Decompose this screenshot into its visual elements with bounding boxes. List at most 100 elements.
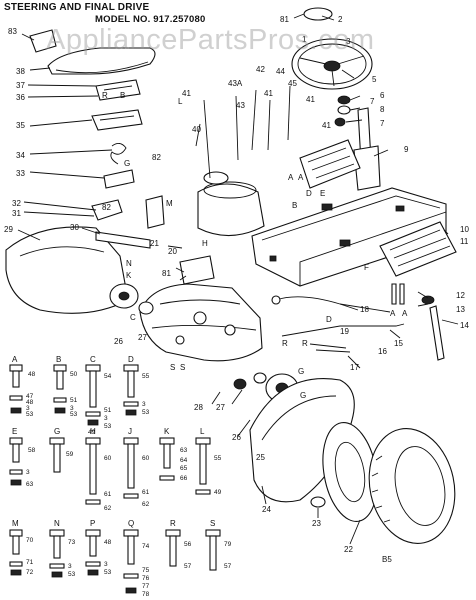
bracket-20[interactable] xyxy=(179,255,215,285)
tank-cap[interactable] xyxy=(203,171,229,185)
callout-42: 42 xyxy=(256,65,265,74)
legend-j-part-2: 61 xyxy=(142,489,150,496)
callout-81: 81 xyxy=(280,15,289,24)
wheel-rim-24[interactable] xyxy=(316,418,385,526)
hinge-plate-m[interactable] xyxy=(145,195,165,229)
hub-26[interactable] xyxy=(109,283,139,309)
callout-83: 83 xyxy=(8,27,17,36)
legend-key-r: R xyxy=(170,519,176,528)
transaxle[interactable] xyxy=(139,283,263,362)
spindle-14[interactable] xyxy=(421,295,445,361)
legend-key-s: S xyxy=(210,519,215,528)
legend-bolt-r[interactable] xyxy=(165,529,181,567)
legend-bolt-g[interactable] xyxy=(49,437,65,473)
callout-28: 28 xyxy=(194,403,203,412)
legend-bolt-c[interactable] xyxy=(85,364,101,426)
callout-9: 9 xyxy=(404,145,409,154)
bracket-33[interactable] xyxy=(103,169,135,189)
legend-l-part-2: 49 xyxy=(214,489,222,496)
legend-key-m: M xyxy=(12,519,19,528)
seat-assembly[interactable] xyxy=(47,47,156,75)
legend-bolt-n[interactable] xyxy=(49,529,65,578)
legend-bolt-a[interactable] xyxy=(9,364,23,414)
legend-bolt-k[interactable] xyxy=(159,437,175,481)
letter-r3: R xyxy=(302,339,308,348)
rod-19[interactable] xyxy=(309,343,351,353)
legend-n-part-3: 53 xyxy=(68,571,76,578)
seat-hinge-35[interactable] xyxy=(91,109,143,131)
legend-n-part-1: 73 xyxy=(68,539,76,546)
cap-23[interactable] xyxy=(310,496,326,508)
legend-bolt-j[interactable] xyxy=(123,437,139,499)
callout-82: 82 xyxy=(152,153,161,162)
legend-key-j: J xyxy=(128,427,132,436)
legend-bolt-l[interactable] xyxy=(195,437,211,495)
callout-11: 11 xyxy=(460,237,469,246)
seat-bracket-36[interactable] xyxy=(95,79,141,101)
washers-27-28[interactable] xyxy=(138,301,267,390)
footrest-left[interactable] xyxy=(299,139,361,189)
drag-link-18[interactable] xyxy=(271,295,391,313)
footer-code: B5 xyxy=(382,555,392,564)
letter-g: G xyxy=(124,159,130,168)
callout-3: 3 xyxy=(346,37,351,46)
legend-k-part-2: 64 xyxy=(180,457,188,464)
legend-bolt-q[interactable] xyxy=(123,529,139,594)
letter-c: C xyxy=(130,313,136,322)
legend-key-g: G xyxy=(54,427,60,436)
legend-k-part-1: 63 xyxy=(180,447,188,454)
callout-82b: 82 xyxy=(102,203,111,212)
callout-36: 36 xyxy=(16,93,25,102)
legend-m-part-2: 71 xyxy=(26,559,34,566)
legend-e-part-3: 63 xyxy=(26,481,34,488)
legend-l-part-1: 55 xyxy=(214,455,222,462)
spring-34[interactable] xyxy=(110,143,127,165)
legend-bolt-s[interactable] xyxy=(205,529,221,571)
callout-41b: 41 xyxy=(264,89,273,98)
diagram-title: STEERING AND FINAL DRIVE xyxy=(4,2,150,13)
main-frame[interactable] xyxy=(251,187,447,287)
callout-34: 34 xyxy=(16,151,25,160)
pins-11-12-13[interactable] xyxy=(391,283,405,305)
legend-bolt-b[interactable] xyxy=(53,364,67,414)
letter-f: F xyxy=(364,263,369,272)
rear-fender-29[interactable] xyxy=(5,226,129,314)
legend-key-e: E xyxy=(12,427,17,436)
letter-b: B xyxy=(120,91,125,100)
legend-h-part-1: 60 xyxy=(104,455,112,462)
seat-support-31[interactable] xyxy=(91,199,123,221)
fuel-tank[interactable] xyxy=(197,181,265,237)
callout-27: 27 xyxy=(138,333,147,342)
letter-a3: A xyxy=(390,309,396,318)
callout-15: 15 xyxy=(394,339,403,348)
seat-pad-83[interactable] xyxy=(29,29,57,53)
callout-1: 1 xyxy=(302,35,307,44)
rear-tire-22[interactable] xyxy=(359,421,465,552)
callout-7b: 7 xyxy=(370,97,375,106)
legend-b-part-2: 51 xyxy=(70,397,78,404)
callout-80: 81 xyxy=(162,269,171,278)
fender-bracket-30[interactable] xyxy=(95,231,151,249)
legend-key-p: P xyxy=(90,519,95,528)
legend-e-part-1: 58 xyxy=(28,447,36,454)
steering-shaft-9[interactable] xyxy=(353,107,381,191)
legend-bolt-h[interactable] xyxy=(85,437,101,505)
tie-rod-17[interactable] xyxy=(281,323,405,337)
callout-45: 45 xyxy=(288,79,297,88)
legend-key-n: N xyxy=(54,519,60,528)
legend-c-part-4: 53 xyxy=(104,423,112,430)
legend-bolt-d[interactable] xyxy=(123,364,139,416)
legend-key-c: C xyxy=(90,355,96,364)
callout-38: 38 xyxy=(16,67,25,76)
legend-bolt-p[interactable] xyxy=(85,529,101,576)
footrest-right-10[interactable] xyxy=(379,221,457,277)
legend-d-part-1: 55 xyxy=(142,373,150,380)
letter-s2: S xyxy=(180,363,185,372)
letter-k: K xyxy=(126,271,132,280)
callout-23: 23 xyxy=(312,519,321,528)
steering-hardware-6-7-8[interactable] xyxy=(334,95,351,127)
legend-s-part-2: 57 xyxy=(224,563,232,570)
callout-35: 35 xyxy=(16,121,25,130)
legend-bolt-m[interactable] xyxy=(9,529,23,576)
legend-bolt-e[interactable] xyxy=(9,437,23,486)
